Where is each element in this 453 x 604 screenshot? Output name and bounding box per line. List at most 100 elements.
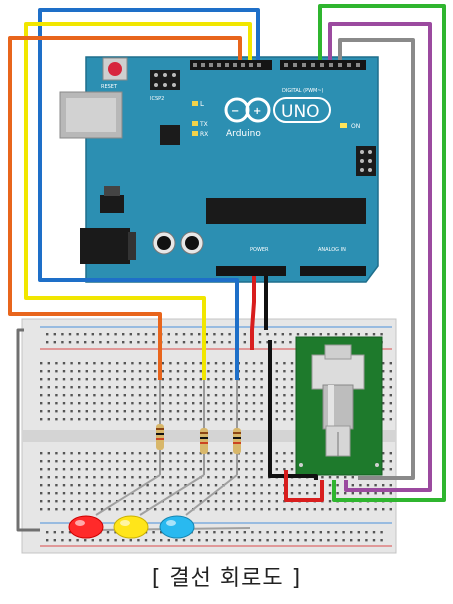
breadboard-hole (70, 492, 73, 495)
rail-hole (84, 539, 87, 542)
breadboard-hole (40, 484, 43, 487)
breadboard-hole (100, 362, 104, 365)
breadboard-hole (154, 362, 157, 365)
rail-hole (46, 531, 49, 534)
breadboard-hole (237, 476, 240, 479)
breadboard-hole (214, 452, 218, 455)
breadboard-hole (283, 386, 286, 389)
breadboard-hole (252, 362, 256, 365)
breadboard-hole (116, 370, 119, 373)
breadboard-hole (123, 394, 126, 397)
rail-hole (129, 539, 132, 542)
rail-hole (167, 539, 170, 542)
yellow-led (113, 515, 149, 539)
breadboard-hole (85, 468, 88, 471)
rail-hole (319, 539, 322, 542)
rail-hole (327, 531, 330, 534)
breadboard-hole (192, 452, 195, 455)
breadboard-hole (351, 476, 354, 479)
breadboard-hole (116, 386, 119, 389)
rail-hole (213, 341, 216, 344)
breadboard-hole (62, 452, 66, 455)
breadboard-hole (230, 386, 233, 389)
rail-hole (205, 531, 208, 534)
breadboard-hole (100, 378, 104, 381)
breadboard-hole (290, 492, 294, 495)
breadboard-hole (252, 468, 256, 471)
led-tx-label: TX (199, 121, 208, 128)
breadboard-hole (252, 418, 256, 421)
rail-hole (319, 333, 322, 336)
breadboard-hole (55, 370, 58, 373)
breadboard-hole (154, 484, 157, 487)
breadboard-hole (230, 468, 233, 471)
breadboard-hole (222, 394, 225, 397)
breadboard-hole (199, 508, 202, 511)
red-led (68, 515, 104, 539)
breadboard-hole (351, 492, 354, 495)
rail-hole (175, 341, 178, 344)
rail-hole (76, 333, 79, 336)
board-model: UNO (281, 102, 320, 122)
breadboard-hole (275, 508, 278, 511)
breadboard-hole (161, 394, 164, 397)
breadboard-hole (154, 402, 157, 405)
rail-hole (251, 539, 254, 542)
breadboard-hole (85, 370, 88, 373)
breadboard-hole (237, 386, 240, 389)
breadboard-hole (290, 418, 294, 421)
breadboard-hole (154, 370, 157, 373)
breadboard-hole (245, 484, 248, 487)
breadboard-hole (100, 500, 104, 503)
breadboard-hole (78, 394, 81, 397)
rail-hole (357, 531, 360, 534)
breadboard-hole (47, 460, 50, 463)
breadboard-hole (108, 394, 111, 397)
breadboard-hole (138, 492, 142, 495)
breadboard-hole (108, 468, 111, 471)
wire-blue (38, 8, 260, 380)
breadboard-hole (169, 410, 172, 413)
breadboard-hole (237, 402, 240, 405)
breadboard-hole (230, 484, 233, 487)
breadboard-hole (93, 452, 96, 455)
breadboard-hole (245, 460, 248, 463)
breadboard-hole (389, 452, 392, 455)
rail-hole (281, 341, 284, 344)
breadboard-hole (389, 460, 392, 463)
breadboard-hole (108, 386, 111, 389)
breadboard-hole (275, 378, 278, 381)
breadboard-hole (161, 476, 164, 479)
breadboard-hole (154, 468, 157, 471)
breadboard-hole (108, 378, 111, 381)
breadboard-hole (321, 476, 324, 479)
breadboard-hole (207, 394, 210, 397)
breadboard-hole (78, 418, 81, 421)
breadboard-hole (93, 378, 96, 381)
breadboard-hole (55, 452, 58, 455)
breadboard-hole (275, 500, 278, 503)
breadboard-hole (169, 378, 172, 381)
breadboard-hole (192, 410, 195, 413)
breadboard-hole (290, 362, 294, 365)
breadboard-hole (138, 402, 142, 405)
rail-hole (68, 539, 72, 542)
breadboard-hole (214, 370, 218, 373)
breadboard-hole (70, 460, 73, 463)
breadboard-hole (222, 500, 225, 503)
breadboard-hole (93, 500, 96, 503)
breadboard-hole (252, 410, 256, 413)
breadboard-hole (283, 370, 286, 373)
led-rx-label: RX (200, 131, 208, 138)
breadboard-hole (116, 476, 119, 479)
breadboard-hole (123, 386, 126, 389)
breadboard-hole (47, 386, 50, 389)
breadboard-hole (78, 378, 81, 381)
breadboard-hole (245, 370, 248, 373)
rail-hole (243, 539, 246, 542)
breadboard-hole (100, 452, 104, 455)
breadboard-hole (275, 418, 278, 421)
breadboard-hole (176, 410, 180, 413)
arduino-uno-board: RESET ICSP2 L TX RX ON − + Arduino UNO (59, 56, 379, 283)
rail-hole (342, 531, 345, 534)
